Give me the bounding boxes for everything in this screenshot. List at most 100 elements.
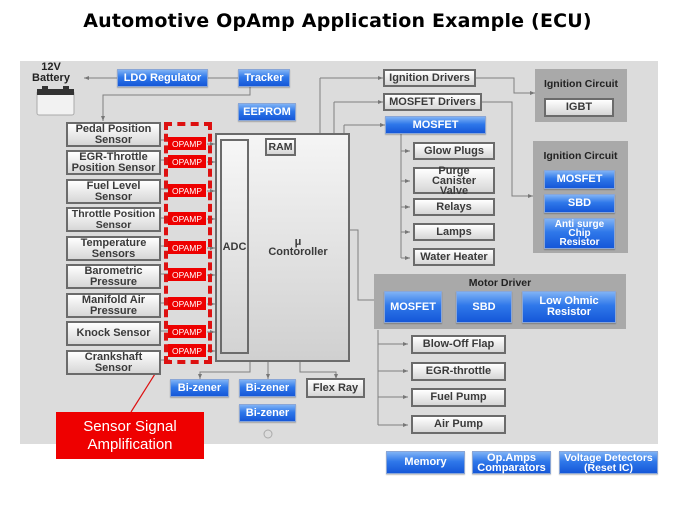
ic-mosfet[interactable]: MOSFET (544, 170, 615, 189)
battery-label: 12V Battery (27, 62, 75, 84)
flex-ray-label: Flex Ray (312, 381, 359, 394)
battery-icon (36, 86, 75, 116)
sensor-box[interactable]: Knock Sensor (66, 321, 161, 346)
sensor-name-line1: Throttle Position (71, 208, 156, 220)
load-label: Lamps (436, 225, 472, 238)
flex-ray[interactable]: Flex Ray (306, 378, 365, 398)
load-label: Relays (436, 200, 472, 213)
sensor-name-line1: Crankshaft (84, 351, 143, 363)
sensor-name-line1: Temperature (80, 237, 147, 249)
mu-symbol: μ (294, 236, 302, 248)
legend-opamps-comparators[interactable]: Op.Amps Comparators (472, 451, 551, 474)
igbt[interactable]: IGBT (544, 98, 614, 117)
md-sbd[interactable]: SBD (456, 291, 512, 323)
callout-line1: Sensor Signal (83, 417, 177, 435)
controller-label: μ Contoroller (250, 236, 346, 258)
opamp-block[interactable]: OPAMP (168, 137, 206, 150)
load-box[interactable]: Lamps (413, 223, 495, 241)
sensor-name-line1: Knock Sensor (76, 327, 151, 340)
controller-name: Contoroller (268, 246, 328, 258)
opamp-block[interactable]: OPAMP (168, 184, 206, 197)
ignition-circuit-mosfet: Ignition Circuit MOSFET SBD Anti surge C… (533, 141, 628, 253)
opamp-block[interactable]: OPAMP (168, 241, 206, 254)
battery-voltage: 12V (41, 61, 61, 73)
ldo-regulator[interactable]: LDO Regulator (117, 69, 208, 87)
mosfet[interactable]: MOSFET (385, 116, 486, 134)
bi-zener-2[interactable]: Bi-zener (239, 379, 296, 397)
md-mosfet-label: MOSFET (390, 300, 436, 313)
load-label: Water Heater (420, 250, 488, 263)
load-box[interactable]: Glow Plugs (413, 142, 495, 160)
legend-memory[interactable]: Memory (386, 451, 465, 474)
ic-anti-surge-resistor[interactable]: Anti surge Chip Resistor (544, 218, 615, 249)
md-sbd-label: SBD (472, 300, 496, 313)
sensor-name-line1: Pedal Position (75, 123, 152, 135)
actuator-box[interactable]: Fuel Pump (411, 388, 506, 407)
opamp-block[interactable]: OPAMP (168, 212, 206, 225)
actuator-box[interactable]: Blow-Off Flap (411, 335, 506, 354)
actuator-label: Air Pump (434, 418, 483, 430)
ram[interactable]: RAM (265, 138, 296, 156)
bi-zener-1[interactable]: Bi-zener (170, 379, 229, 397)
motor-driver-label: Motor Driver (468, 277, 532, 289)
sensor-name-line1: Fuel Level (86, 180, 141, 192)
legend-opamps-line1: Op.Amps (487, 451, 536, 464)
actuator-label: Fuel Pump (430, 391, 487, 403)
sensor-name-line2: Pressure (89, 304, 138, 317)
opamp-block[interactable]: OPAMP (168, 297, 206, 310)
md-mosfet[interactable]: MOSFET (384, 291, 442, 323)
legend-voltage-detectors[interactable]: Voltage Detectors (Reset IC) (559, 451, 658, 474)
sensor-name-line2: Sensors (91, 247, 136, 260)
sensor-name-line1: Barometric (84, 265, 143, 277)
bi-zener-1-label: Bi-zener (177, 381, 222, 394)
igbt-label: IGBT (565, 101, 593, 113)
ignition-drivers-label: Ignition Drivers (389, 71, 470, 84)
ldo-label: LDO Regulator (123, 71, 202, 84)
tracker[interactable]: Tracker (238, 69, 290, 87)
ic-sbd-label: SBD (567, 197, 592, 209)
actuator-box[interactable]: Air Pump (411, 415, 506, 434)
actuator-box[interactable]: EGR-throttle (411, 362, 506, 381)
adc-label: ADC (222, 240, 247, 253)
load-box[interactable]: Water Heater (413, 248, 495, 266)
opamp-block[interactable]: OPAMP (168, 325, 206, 338)
mosfet-drivers-label: MOSFET Drivers (389, 95, 476, 108)
sensor-name-line2: Sensor (94, 133, 133, 146)
ic-mosfet-label: MOSFET (556, 173, 603, 185)
page-title: Automotive OpAmp Application Example (EC… (83, 10, 592, 32)
eeprom-label: EEPROM (243, 105, 291, 118)
opamp-group-outline (164, 122, 212, 364)
actuator-label: EGR-throttle (425, 365, 492, 377)
mosfet-drivers[interactable]: MOSFET Drivers (383, 93, 482, 111)
adc[interactable]: ADC (220, 139, 249, 354)
md-low-ohmic-resistor[interactable]: Low Ohmic Resistor (522, 291, 616, 323)
ignition-drivers[interactable]: Ignition Drivers (383, 69, 476, 87)
motor-driver: Motor Driver MOSFET SBD Low Ohmic Resist… (374, 274, 626, 329)
sensor-name-line1: Manifold Air (81, 294, 146, 306)
load-label: Glow Plugs (424, 144, 484, 157)
bi-zener-3[interactable]: Bi-zener (239, 404, 296, 422)
load-box[interactable]: Purge Canister Valve (413, 164, 495, 197)
ic-sbd[interactable]: SBD (544, 194, 615, 213)
opamp-block[interactable]: OPAMP (168, 155, 206, 168)
ignition-circuit-label: Ignition Circuit (543, 78, 619, 90)
legend-vdet-line1: Voltage Detectors (564, 451, 653, 464)
eeprom[interactable]: EEPROM (238, 103, 296, 121)
load-label: Purge Canister Valve (431, 164, 477, 197)
anti-surge-label: Anti surge Chip Resistor (554, 219, 605, 248)
opamp-block[interactable]: OPAMP (168, 268, 206, 281)
legend-memory-label: Memory (404, 456, 447, 468)
load-box[interactable]: Relays (413, 198, 495, 216)
opamp-block[interactable]: OPAMP (168, 344, 206, 357)
ram-label: RAM (268, 140, 293, 153)
sensor-name-line2: Pressure (89, 275, 138, 288)
mosfet-label: MOSFET (412, 118, 459, 131)
